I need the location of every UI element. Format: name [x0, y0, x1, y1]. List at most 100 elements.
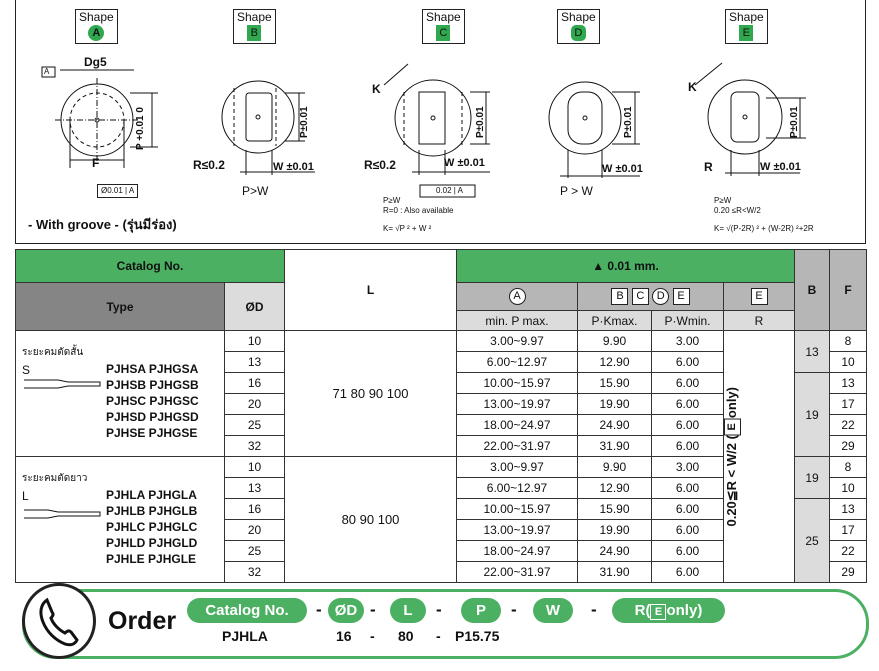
- od-cell: 32: [224, 435, 285, 457]
- shape-b-icon: B: [247, 25, 262, 41]
- p-cell: 3.00~9.97: [456, 330, 578, 352]
- f-cell: 17: [829, 519, 867, 541]
- od-cell: 20: [224, 393, 285, 415]
- shape-a-icon: A: [88, 25, 105, 41]
- f-cell: 22: [829, 540, 867, 562]
- p-label-c: P±0.01: [475, 106, 486, 138]
- w-label-d: W ±0.01: [602, 163, 643, 175]
- p-cell: 22.00~31.97: [456, 561, 578, 583]
- pk-max-header: P·Kmax.: [577, 310, 652, 331]
- note-e-1: P≥W: [714, 196, 732, 205]
- k-cell: 31.90: [577, 435, 652, 457]
- f-cell: 22: [829, 414, 867, 436]
- p-cell: 22.00~31.97: [456, 435, 578, 457]
- with-groove-caption: - With groove - (รุ่นมีร่อง): [28, 217, 177, 232]
- f-cell: 29: [829, 561, 867, 583]
- datum-a: A: [44, 67, 50, 76]
- catalog-no-header: Catalog No.: [15, 249, 285, 283]
- b-cell: 25: [794, 498, 830, 583]
- r-label-b: R≤0.2: [193, 158, 225, 172]
- example-l: 80: [398, 628, 414, 644]
- od-cell: 16: [224, 372, 285, 394]
- w-cell: 6.00: [651, 498, 724, 520]
- table-row: 25 18.00~24.97 24.90 6.00 22: [16, 414, 867, 436]
- od-header: ØD: [224, 282, 285, 331]
- shape-e-icon: E: [739, 25, 754, 41]
- w-cell: 6.00: [651, 351, 724, 373]
- f-cell: 29: [829, 435, 867, 457]
- arrow-up-icon: ▲: [592, 259, 605, 273]
- l-header: L: [284, 249, 457, 331]
- f-cell: 10: [829, 477, 867, 499]
- table-row: 32 22.00~31.97 31.90 6.00 29: [16, 561, 867, 583]
- w-cell: 6.00: [651, 372, 724, 394]
- short-blade-icon: [24, 379, 101, 389]
- cond-b: P>W: [242, 184, 269, 198]
- w-label-e: W ±0.01: [760, 161, 801, 173]
- pill-od: ØD: [328, 598, 364, 623]
- od-cell: 13: [224, 477, 285, 499]
- dash: -: [316, 600, 322, 619]
- r-header: R: [723, 310, 795, 331]
- w-cell: 6.00: [651, 540, 724, 562]
- example-catalog: PJHLA: [222, 628, 268, 644]
- pill-p: P: [461, 598, 501, 623]
- note-c-3: K= √P ² + W ²: [383, 224, 432, 233]
- r-note-cell: 0.20≦R < W/2 (Eonly): [723, 330, 795, 583]
- p-cell: 6.00~12.97: [456, 351, 578, 373]
- type-header: Type: [15, 282, 225, 331]
- pill-l: L: [390, 598, 426, 623]
- f-label: F: [92, 156, 100, 170]
- note-c-2: R=0 : Also available: [383, 206, 454, 215]
- col-a-header: A: [456, 282, 578, 311]
- note-c-1: P≥W: [383, 196, 401, 205]
- table-row: 13 6.00~12.97 12.90 6.00 10: [16, 477, 867, 499]
- p-cell: 18.00~24.97: [456, 414, 578, 436]
- od-cell: 10: [224, 456, 285, 478]
- long-blade-icon: [24, 509, 101, 519]
- table-row: ระยะคมตัดสั้น S PJHSA PJHGSA PJHSB PJHGS…: [15, 330, 867, 583]
- k-cell: 19.90: [577, 393, 652, 415]
- od-cell: 10: [224, 330, 285, 352]
- tol-box-a: Ø0.01 | A: [97, 184, 139, 198]
- od-cell: 13: [224, 351, 285, 373]
- table-row: 20 13.00~19.97 19.90 6.00 17: [16, 393, 867, 415]
- example-od: 16: [336, 628, 352, 644]
- p-cell: 18.00~24.97: [456, 540, 578, 562]
- dash: -: [370, 628, 375, 644]
- od-cell: 25: [224, 540, 285, 562]
- shape-drawings: [41, 62, 806, 198]
- tolerance-header: ▲ 0.01 mm.: [456, 249, 795, 283]
- od-cell: 25: [224, 414, 285, 436]
- b-cell: 13: [794, 330, 830, 373]
- shape-c-icon: C: [436, 25, 451, 41]
- p-label-e: P±0.01: [789, 106, 800, 138]
- k-cell: 15.90: [577, 372, 652, 394]
- phone-icon: [22, 583, 96, 659]
- table-row: 16 10.00~15.97 15.90 6.00 19 13: [16, 372, 867, 457]
- w-cell: 3.00: [651, 456, 724, 478]
- w-label-c: W ±0.01: [444, 157, 485, 169]
- w-cell: 6.00: [651, 414, 724, 436]
- pw-min-header: P·Wmin.: [651, 310, 724, 331]
- l-values-l: 80 90 100: [284, 456, 457, 583]
- type-group-s: ระยะคมตัดสั้น S PJHSA PJHGSA PJHSB PJHGS…: [15, 330, 225, 457]
- tol-box-c: 0.02 | A: [436, 186, 464, 195]
- k-cell: 31.90: [577, 561, 652, 583]
- r-label-e: R: [704, 160, 713, 174]
- k-cell: 12.90: [577, 477, 652, 499]
- w-cell: 6.00: [651, 393, 724, 415]
- k-cell: 9.90: [577, 456, 652, 478]
- f-cell: 13: [829, 372, 867, 394]
- b-cell: 19: [794, 372, 830, 457]
- k-label-e: K: [688, 80, 697, 94]
- dash: -: [370, 600, 376, 619]
- table-row: 16 10.00~15.97 15.90 6.00 25 13: [16, 498, 867, 583]
- p-label-b: P±0.01: [299, 106, 310, 138]
- spec-table: Catalog No. L ▲ 0.01 mm. B F Type ØD A B…: [15, 249, 867, 583]
- w-cell: 3.00: [651, 330, 724, 352]
